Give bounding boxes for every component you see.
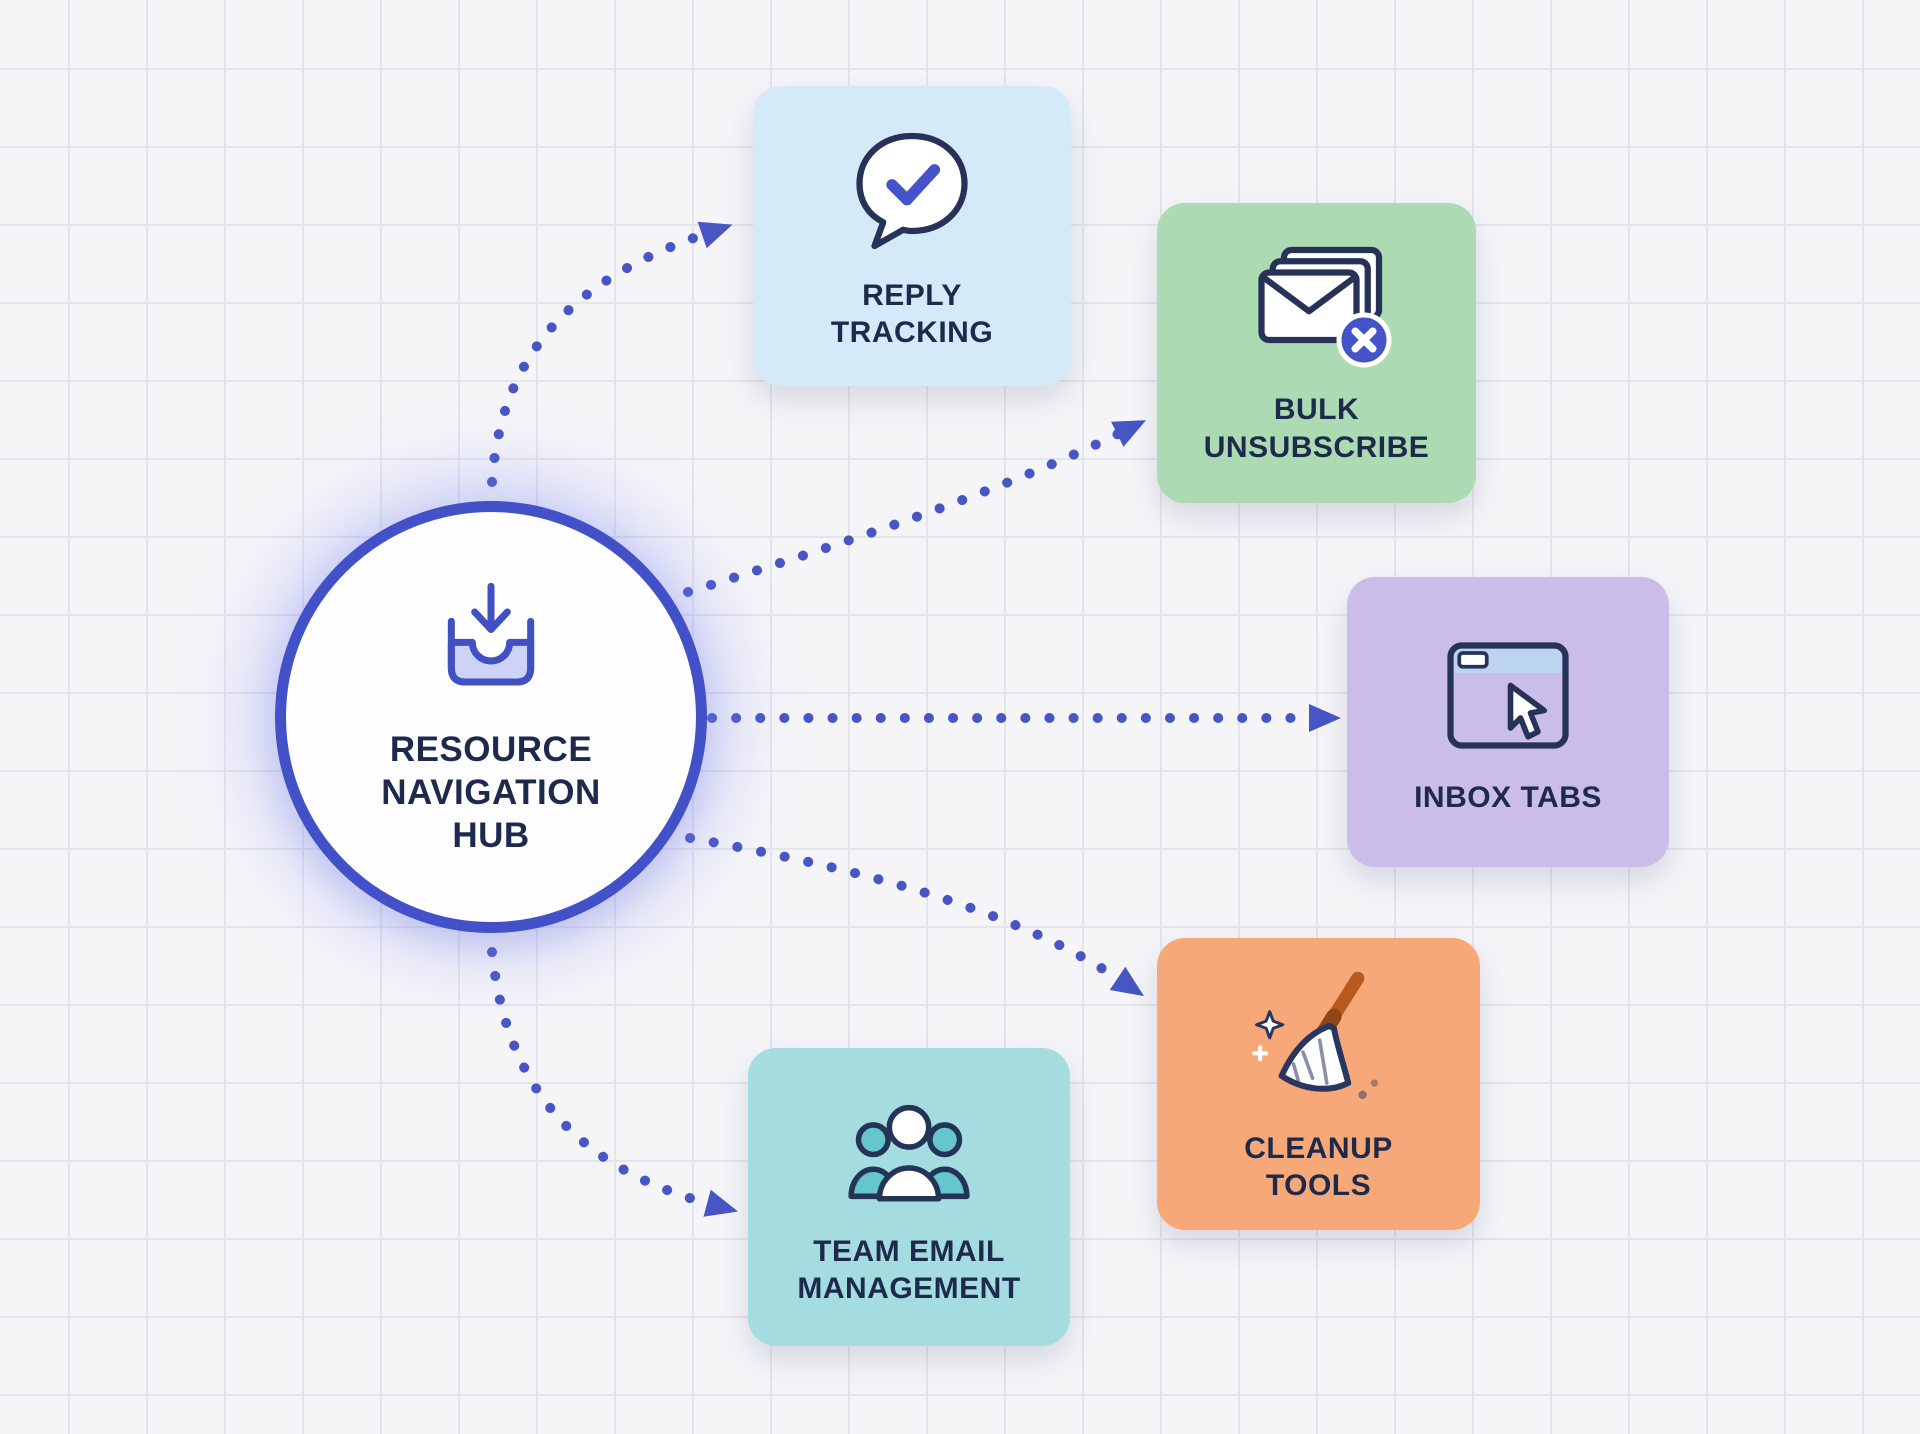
hub-title-line1: RESOURCE: [389, 730, 593, 770]
node-label: INBOX TABS: [1414, 780, 1602, 814]
node-bulk-unsubscribe: BULK UNSUBSCRIBE: [1157, 203, 1476, 503]
arrow-hub-to-cleanup-tools: [685, 833, 1145, 997]
broom-sparkle-icon: [1241, 964, 1396, 1114]
arrow-hub-to-bulk-unsubscribe: [683, 420, 1147, 597]
hub-title-line3: HUB: [452, 815, 530, 855]
hub-title: RESOURCE NAVIGATION HUB: [381, 729, 601, 857]
team-people-icon: [829, 1087, 989, 1217]
browser-window-cursor-icon: [1433, 628, 1583, 763]
node-label: BULK UNSUBSCRIBE: [1203, 393, 1430, 464]
node-label: CLEANUP TOOLS: [1244, 1131, 1393, 1203]
arrow-hub-to-reply-tracking: [487, 221, 733, 487]
node-cleanup-tools: CLEANUP TOOLS: [1157, 938, 1480, 1230]
arrow-hub-to-team-email: [487, 947, 739, 1217]
node-inbox-tabs: INBOX TABS: [1347, 577, 1669, 867]
speech-bubble-check-icon: [837, 121, 987, 261]
node-label: REPLY TRACKING: [830, 278, 994, 350]
inbox-download-icon: [421, 570, 561, 715]
hub-circle: RESOURCE NAVIGATION HUB: [275, 501, 707, 933]
stacked-envelopes-x-icon: [1234, 240, 1399, 375]
node-reply-tracking: REPLY TRACKING: [753, 86, 1071, 386]
node-team-email-management: TEAM EMAIL MANAGEMENT: [748, 1048, 1070, 1346]
node-label: TEAM EMAIL MANAGEMENT: [797, 1234, 1021, 1306]
hub-title-line2: NAVIGATION: [381, 773, 601, 813]
